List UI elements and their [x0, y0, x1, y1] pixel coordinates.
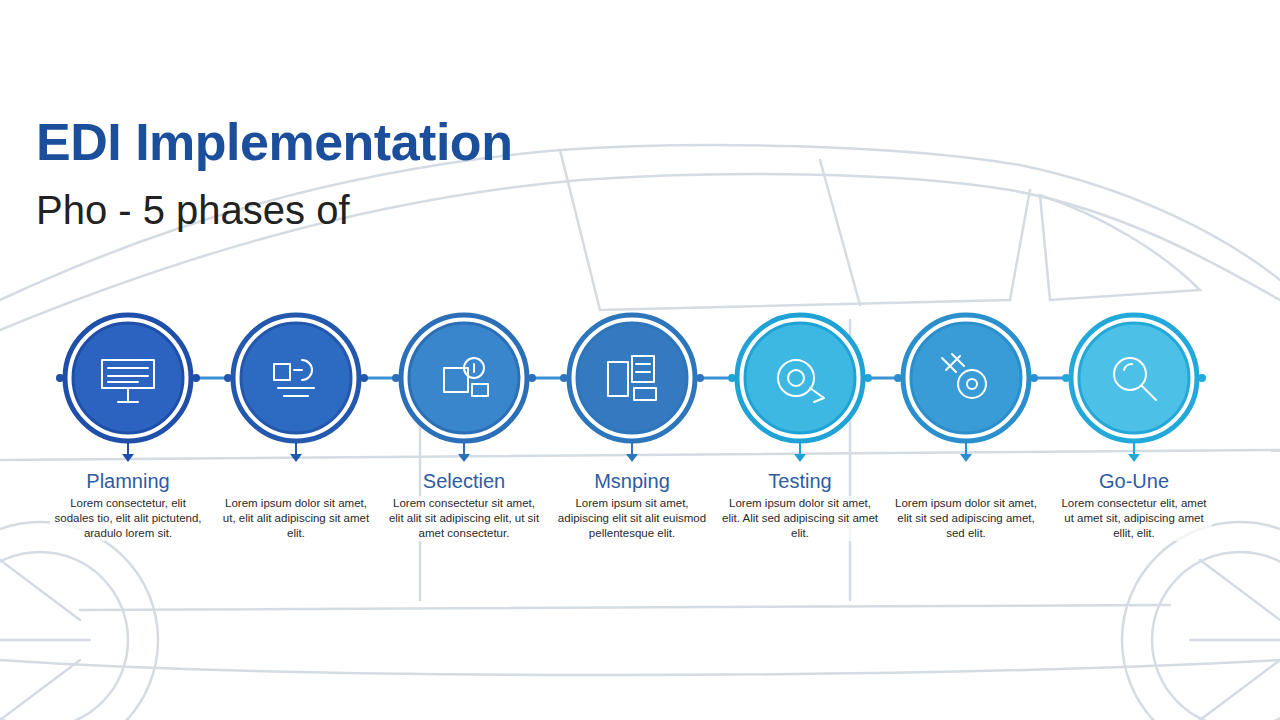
phase-icon [884, 312, 1048, 464]
title: EDI Implementation [36, 112, 512, 172]
phase-column: MsnpingLorem ipsum sit amet, adipiscing … [550, 312, 714, 541]
phase-column: PlamningLorem consectetur, elit sodales … [46, 312, 210, 541]
phase-description: Lorem ipsum dolor sit amet, elit sit sed… [888, 496, 1044, 541]
phase-icon [718, 312, 882, 464]
phase-description: Lorem ipsum dolor sit amet, elit. Alit s… [722, 496, 878, 541]
phase-column: SelectienLorem consectetur sit amet, eli… [382, 312, 546, 541]
phase-heading: Go-Une [1099, 468, 1169, 494]
phase-icon [214, 312, 378, 464]
phase-column: TestingLorem ipsum dolor sit amet, elit.… [718, 312, 882, 541]
phase-heading: Testing [768, 468, 831, 494]
phase-heading: Msnping [594, 468, 670, 494]
subtitle: Pho - 5 phases of [36, 188, 350, 233]
phase-description: Lorem consectetur elit, amet ut amet sit… [1056, 496, 1212, 541]
phase-icon [382, 312, 546, 464]
phase-icon [46, 312, 210, 464]
phase-description: Lorem ipsum sit amet, adipiscing elit si… [554, 496, 710, 541]
phase-description: Lorem consectetur, elit sodales tio, eli… [50, 496, 206, 541]
phase-description: Lorem consectetur sit amet, elit alit si… [386, 496, 542, 541]
phase-heading: Plamning [86, 468, 169, 494]
phase-heading: Selectien [423, 468, 505, 494]
phase-icon [550, 312, 714, 464]
phase-column: Go-UneLorem consectetur elit, amet ut am… [1052, 312, 1216, 541]
phase-column: Lorem ipsum dolor sit amet, ut, elit ali… [214, 312, 378, 541]
phase-icon [1052, 312, 1216, 464]
phase-column: Lorem ipsum dolor sit amet, elit sit sed… [884, 312, 1048, 541]
phase-description: Lorem ipsum dolor sit amet, ut, elit ali… [218, 496, 374, 541]
